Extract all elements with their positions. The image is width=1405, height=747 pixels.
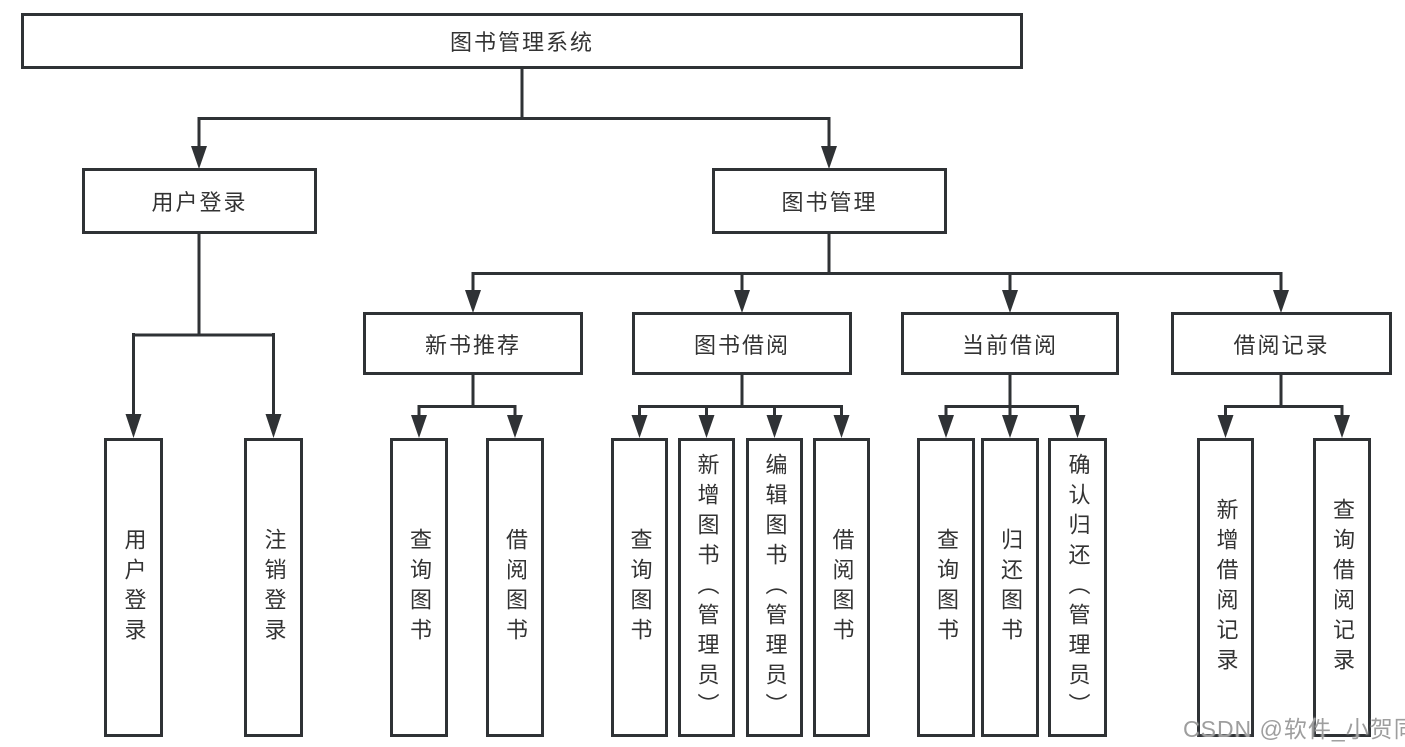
leaf-bb-edit-books-admin-label: 编辑图书（管理员） <box>762 452 788 723</box>
node-user-login: 用户登录 <box>82 168 317 234</box>
connector-user-login-children <box>125 234 282 438</box>
leaf-nbr-query-books-label: 查询图书 <box>407 527 432 648</box>
node-borrow-records: 借阅记录 <box>1171 312 1392 375</box>
leaf-bb-query-books-label: 查询图书 <box>627 527 653 648</box>
connector-book-borrow-children <box>631 375 850 438</box>
node-user-login-label: 用户登录 <box>151 190 248 215</box>
leaf-cb-confirm-return-admin-label: 确认归还（管理员） <box>1065 452 1091 723</box>
node-new-book-recommend-label: 新书推荐 <box>424 332 521 358</box>
leaf-bb-borrow-books: 借阅图书 <box>813 438 870 737</box>
connector-root-to-level2 <box>191 69 837 169</box>
leaf-bb-borrow-books-label: 借阅图书 <box>829 527 855 648</box>
leaf-cb-return-books-label: 归还图书 <box>998 527 1023 648</box>
leaf-user-login-label: 用户登录 <box>121 527 147 648</box>
connector-current-borrow-children <box>938 375 1086 438</box>
connector-book-mgmt-children <box>465 234 1289 313</box>
node-current-borrow-label: 当前借阅 <box>961 332 1058 358</box>
leaf-br-add-record: 新增借阅记录 <box>1197 438 1254 737</box>
leaf-br-add-record-label: 新增借阅记录 <box>1213 497 1239 678</box>
node-system-root-label: 图书管理系统 <box>449 30 594 55</box>
leaf-cb-query-books-label: 查询图书 <box>934 527 959 648</box>
node-book-borrow: 图书借阅 <box>632 312 852 375</box>
node-current-borrow: 当前借阅 <box>901 312 1119 375</box>
csdn-watermark: CSDN @软件_小贺同学 <box>1183 716 1405 742</box>
leaf-cb-return-books: 归还图书 <box>981 438 1039 737</box>
leaf-bb-add-books-admin-label: 新增图书（管理员） <box>694 452 720 723</box>
leaf-nbr-borrow-books-label: 借阅图书 <box>503 527 528 648</box>
leaf-bb-add-books-admin: 新增图书（管理员） <box>678 438 735 737</box>
leaf-bb-edit-books-admin: 编辑图书（管理员） <box>746 438 803 737</box>
leaf-nbr-query-books: 查询图书 <box>390 438 448 737</box>
leaf-br-query-record-label: 查询借阅记录 <box>1330 497 1355 678</box>
node-book-management: 图书管理 <box>712 168 947 234</box>
leaf-br-query-record: 查询借阅记录 <box>1313 438 1371 737</box>
node-book-borrow-label: 图书借阅 <box>693 332 790 358</box>
leaf-cb-query-books: 查询图书 <box>917 438 975 737</box>
leaf-bb-query-books: 查询图书 <box>611 438 668 737</box>
node-new-book-recommend: 新书推荐 <box>363 312 583 375</box>
leaf-logout-label: 注销登录 <box>261 527 287 648</box>
connector-new-book-rec-children <box>411 375 523 438</box>
connector-borrow-records-children <box>1217 375 1350 438</box>
leaf-user-login: 用户登录 <box>104 438 163 737</box>
node-borrow-records-label: 借阅记录 <box>1233 332 1330 358</box>
node-book-management-label: 图书管理 <box>781 190 878 215</box>
leaf-cb-confirm-return-admin: 确认归还（管理员） <box>1048 438 1107 737</box>
leaf-logout: 注销登录 <box>244 438 303 737</box>
leaf-nbr-borrow-books: 借阅图书 <box>486 438 544 737</box>
node-system-root: 图书管理系统 <box>21 13 1023 69</box>
